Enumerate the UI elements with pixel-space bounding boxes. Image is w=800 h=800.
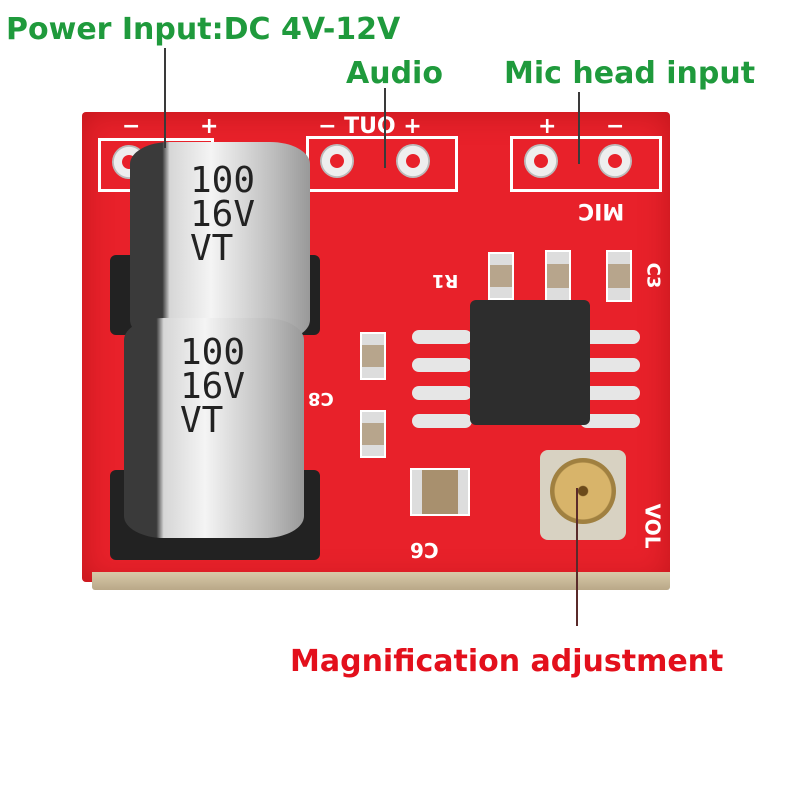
capacitor-series: VT [180, 400, 224, 441]
mic-pointer-line [578, 92, 580, 164]
silk-c3: C3 [642, 262, 664, 289]
electrolytic-capacitor-1: 100 16V VT [130, 142, 310, 342]
audio-pad-plus[interactable] [320, 144, 354, 178]
silk-vol: VOL [640, 503, 665, 549]
silk-power-plus: + [200, 114, 219, 139]
silk-mic-plus: + [538, 114, 557, 139]
silk-c8: C8 [308, 388, 334, 409]
amplifier-ic [470, 300, 590, 425]
mic-pad-plus[interactable] [524, 144, 558, 178]
resistor-r1 [488, 252, 514, 300]
silk-mic: MIC [578, 198, 625, 223]
volume-potentiometer[interactable] [540, 450, 626, 540]
capacitor-smd [545, 250, 571, 302]
capacitor-value: 100 [190, 160, 256, 201]
electrolytic-capacitor-2: 100 16V VT [124, 318, 304, 538]
magnification-pointer-line [576, 488, 578, 626]
audio-pointer-line [384, 88, 386, 168]
silk-mic-minus: − [606, 114, 625, 139]
audio-label: Audio [346, 56, 443, 91]
magnification-adjustment-label: Magnification adjustment [290, 644, 724, 679]
pcb-edge [92, 572, 670, 590]
power-input-label: Power Input:DC 4V-12V [6, 12, 401, 47]
audio-pad-minus[interactable] [396, 144, 430, 178]
capacitor-c8-a [360, 332, 386, 380]
silk-r1: R1 [432, 270, 459, 291]
silk-power-minus: − [122, 114, 141, 139]
capacitor-c8-b [360, 410, 386, 458]
capacitor-voltage: 16V [180, 366, 246, 407]
potentiometer-knob[interactable] [550, 458, 616, 524]
power-pointer-line [164, 48, 166, 148]
mic-pad-minus[interactable] [598, 144, 632, 178]
mic-head-input-label: Mic head input [504, 56, 756, 91]
silk-c6: C6 [410, 538, 439, 562]
capacitor-c3 [606, 250, 632, 302]
capacitor-voltage: 16V [190, 194, 256, 235]
capacitor-value: 100 [180, 332, 246, 373]
capacitor-series: VT [190, 228, 234, 269]
capacitor-c6 [410, 468, 470, 516]
